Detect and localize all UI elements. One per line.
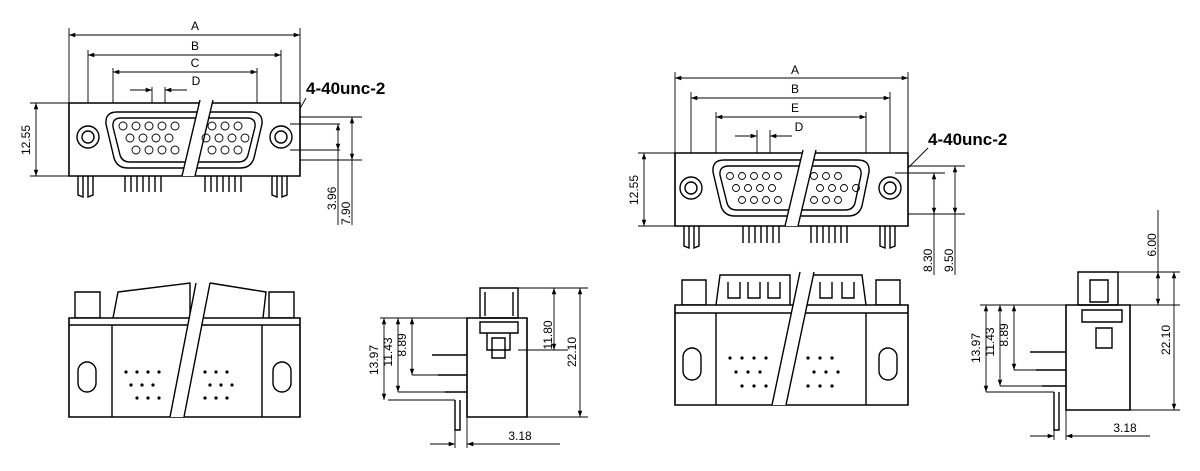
right-dim-d-label: D bbox=[795, 120, 804, 134]
left-side-b-label: 7.90 bbox=[339, 201, 353, 225]
left-side-d6-label: 3.18 bbox=[508, 429, 532, 443]
right-dim-b-label: B bbox=[791, 82, 799, 96]
right-height-label: 12.55 bbox=[627, 175, 641, 205]
right-dim-e-label: E bbox=[791, 101, 799, 115]
left-height-label: 12.55 bbox=[19, 125, 33, 155]
right-side-d0-label: 6.00 bbox=[1145, 233, 1159, 257]
right-side-a-label: 8.30 bbox=[921, 248, 935, 272]
right-dim-a-label: A bbox=[791, 63, 799, 77]
left-front-view: A B C D 4-40unc-2 bbox=[19, 19, 385, 225]
right-front-view: A B E D 4-40unc-2 bbox=[627, 63, 1007, 275]
left-side-d3-label: 8.89 bbox=[395, 333, 409, 357]
left-side-d1-label: 13.97 bbox=[367, 345, 381, 375]
right-side-d5-label: 22.10 bbox=[1159, 325, 1173, 355]
left-bottom-view bbox=[68, 282, 301, 418]
dim-c-label: C bbox=[191, 56, 200, 70]
right-side-d6-label: 3.18 bbox=[1113, 421, 1137, 435]
right-side-d2-label: 11.43 bbox=[983, 327, 997, 356]
right-thread-label: 4-40unc-2 bbox=[928, 130, 1007, 149]
right-side-d3-label: 8.89 bbox=[997, 323, 1011, 347]
right-side-b-label: 9.50 bbox=[942, 248, 956, 272]
dim-d-label: D bbox=[192, 74, 201, 88]
left-thread-label: 4-40unc-2 bbox=[306, 79, 385, 98]
right-bottom-view bbox=[674, 271, 909, 406]
left-side-view: 13.97 11.43 8.89 11.80 22.10 3.18 bbox=[367, 287, 588, 448]
left-side-d2-label: 11.43 bbox=[381, 337, 395, 366]
dim-a-label: A bbox=[191, 19, 199, 33]
dim-b-label: B bbox=[191, 39, 199, 53]
left-side-a-label: 3.96 bbox=[325, 186, 339, 210]
right-side-d1-label: 13.97 bbox=[969, 333, 983, 363]
left-side-d4-label: 11.80 bbox=[541, 320, 555, 349]
left-side-d5-label: 22.10 bbox=[565, 337, 579, 367]
right-side-view: 13.97 11.43 8.89 6.00 22.10 3.18 bbox=[969, 210, 1180, 440]
